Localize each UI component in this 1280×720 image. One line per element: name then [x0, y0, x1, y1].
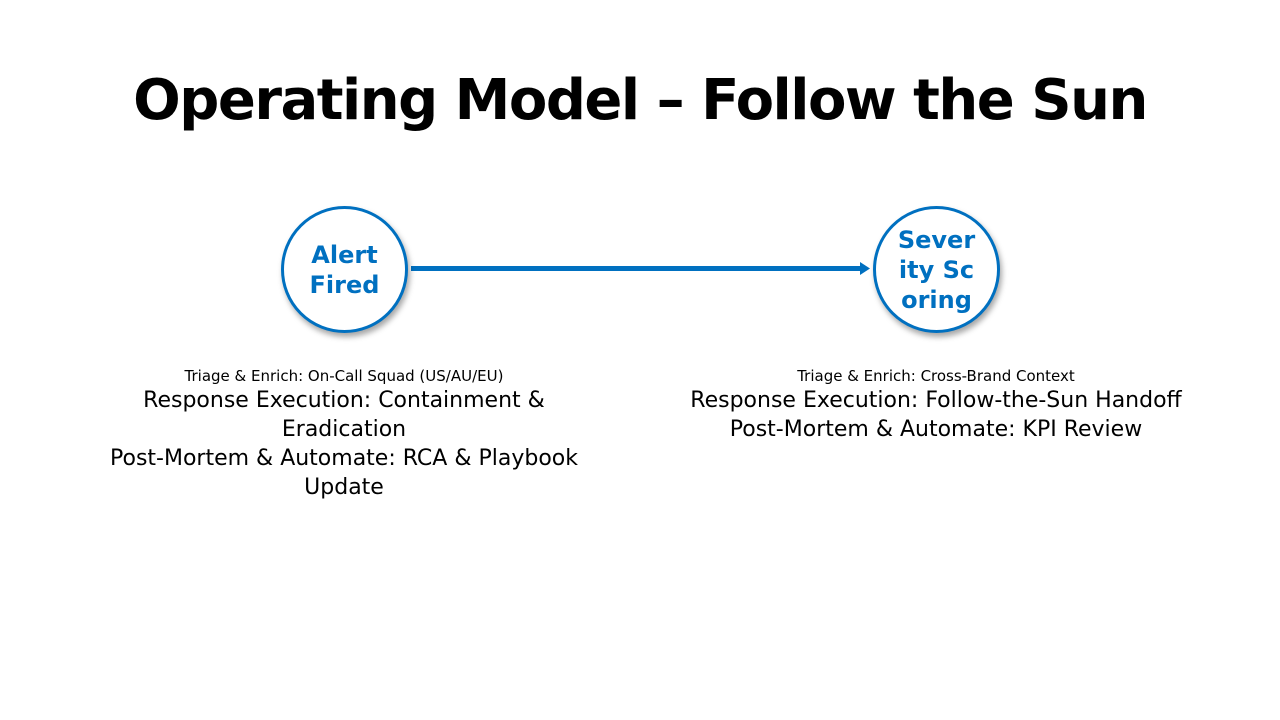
node-alert-fired: Alert Fired	[281, 206, 408, 333]
response-text: Response Execution: Follow-the-Sun Hando…	[690, 388, 1182, 413]
triage-text: Triage & Enrich: Cross-Brand Context	[797, 367, 1075, 385]
postmortem-text: Post-Mortem & Automate: RCA & Playbook U…	[110, 446, 578, 500]
node-description-left: Triage & Enrich: On-Call Squad (US/AU/EU…	[96, 366, 592, 502]
triage-text: Triage & Enrich: On-Call Squad (US/AU/EU…	[184, 367, 504, 385]
node-severity-scoring: Severity Scoring	[873, 206, 1000, 333]
node-label: Alert Fired	[309, 240, 380, 299]
response-text: Response Execution: Containment & Eradic…	[143, 388, 545, 442]
node-label: Severity Scoring	[897, 225, 976, 314]
postmortem-text: Post-Mortem & Automate: KPI Review	[729, 417, 1143, 442]
page-title: Operating Model – Follow the Sun	[133, 68, 1148, 133]
node-description-right: Triage & Enrich: Cross-Brand Context Res…	[656, 366, 1216, 444]
